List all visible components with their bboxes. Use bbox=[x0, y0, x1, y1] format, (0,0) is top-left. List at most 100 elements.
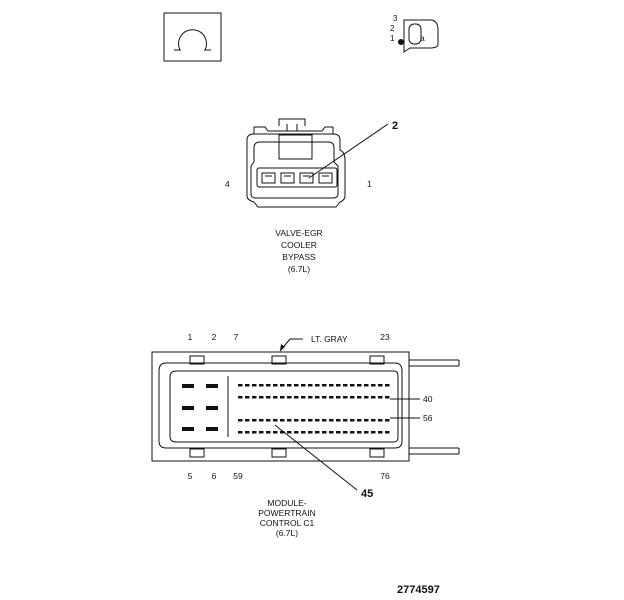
small-terminal bbox=[238, 431, 243, 434]
small-terminal bbox=[287, 419, 292, 422]
small-terminal bbox=[364, 419, 369, 422]
small-terminal bbox=[378, 384, 383, 387]
pcm-pin-label-side: 40 bbox=[423, 394, 433, 404]
small-terminal bbox=[252, 396, 257, 399]
small-terminal bbox=[301, 396, 306, 399]
small-terminal bbox=[357, 384, 362, 387]
small-terminal bbox=[259, 431, 264, 434]
small-terminal bbox=[259, 384, 264, 387]
small-terminal bbox=[315, 384, 320, 387]
small-terminal bbox=[350, 419, 355, 422]
small-terminal bbox=[280, 384, 285, 387]
small-terminal bbox=[385, 384, 390, 387]
small-terminal bbox=[266, 419, 271, 422]
small-terminal bbox=[336, 384, 341, 387]
small-terminal bbox=[364, 431, 369, 434]
small-terminal bbox=[308, 419, 313, 422]
pin-view-number: 3 bbox=[393, 14, 398, 23]
small-terminal bbox=[329, 384, 334, 387]
caption-line: COOLER bbox=[281, 240, 317, 250]
small-terminal bbox=[364, 396, 369, 399]
small-terminal bbox=[266, 431, 271, 434]
small-terminal bbox=[350, 384, 355, 387]
small-terminal bbox=[273, 384, 278, 387]
small-terminal bbox=[245, 396, 250, 399]
small-terminal bbox=[357, 431, 362, 434]
small-terminal bbox=[315, 396, 320, 399]
omega-connector-symbol-icon bbox=[163, 12, 222, 62]
pin-view-letter: a bbox=[420, 33, 425, 43]
small-terminal bbox=[343, 419, 348, 422]
connector-color-label: LT. GRAY bbox=[311, 334, 348, 344]
pin-view-number: 1 bbox=[390, 34, 395, 43]
small-terminal bbox=[287, 384, 292, 387]
pcm-pin-callout: 45 bbox=[361, 488, 373, 500]
small-terminal bbox=[322, 384, 327, 387]
small-terminal bbox=[301, 384, 306, 387]
pcm-connector-caption: MODULE- POWERTRAIN CONTROL C1 (6.7L) bbox=[258, 498, 315, 538]
small-terminal bbox=[378, 419, 383, 422]
small-terminal bbox=[308, 384, 313, 387]
small-terminal bbox=[273, 419, 278, 422]
small-terminal bbox=[259, 419, 264, 422]
pcm-pin-label-bottom: 76 bbox=[380, 471, 390, 481]
small-terminal bbox=[252, 419, 257, 422]
small-terminal bbox=[385, 396, 390, 399]
small-terminal bbox=[357, 419, 362, 422]
small-terminal bbox=[322, 419, 327, 422]
small-terminal bbox=[336, 419, 341, 422]
caption-line: BYPASS bbox=[282, 252, 316, 262]
figure-number: 2774597 bbox=[397, 584, 440, 596]
small-terminal bbox=[322, 431, 327, 434]
small-terminal bbox=[385, 431, 390, 434]
small-terminal bbox=[259, 396, 264, 399]
pcm-pin-label-bottom: 6 bbox=[212, 471, 217, 481]
small-terminal bbox=[308, 431, 313, 434]
small-terminal bbox=[371, 396, 376, 399]
small-terminal bbox=[308, 396, 313, 399]
small-terminal-grid bbox=[238, 384, 390, 434]
small-terminal bbox=[245, 431, 250, 434]
small-terminal bbox=[280, 419, 285, 422]
caption-line: MODULE- bbox=[267, 498, 306, 508]
small-terminal bbox=[364, 384, 369, 387]
small-terminal bbox=[343, 384, 348, 387]
small-terminal bbox=[238, 419, 243, 422]
valve-pin-callout: 2 bbox=[392, 120, 398, 132]
small-terminal bbox=[378, 396, 383, 399]
valve-pin-label-left: 4 bbox=[225, 179, 230, 189]
small-terminal bbox=[336, 396, 341, 399]
small-terminal bbox=[245, 384, 250, 387]
small-terminal bbox=[301, 419, 306, 422]
pcm-pin-label-top: 7 bbox=[234, 332, 239, 342]
caption-line: VALVE-EGR bbox=[275, 228, 322, 238]
small-terminal bbox=[280, 431, 285, 434]
small-terminal bbox=[266, 396, 271, 399]
valve-connector-caption: VALVE-EGR COOLER BYPASS (6.7L) bbox=[275, 228, 322, 274]
caption-line: (6.7L) bbox=[276, 528, 298, 538]
small-terminal bbox=[378, 431, 383, 434]
small-terminal bbox=[287, 396, 292, 399]
caption-line: POWERTRAIN bbox=[258, 508, 315, 518]
small-terminal bbox=[336, 431, 341, 434]
pcm-pin-label-bottom: 5 bbox=[188, 471, 193, 481]
small-terminal bbox=[294, 384, 299, 387]
pcm-pin-label-side: 56 bbox=[423, 413, 433, 423]
small-terminal bbox=[301, 431, 306, 434]
small-terminal bbox=[294, 419, 299, 422]
small-terminal bbox=[329, 431, 334, 434]
small-terminal bbox=[273, 431, 278, 434]
connector-pin-view-icon: a 3 2 1 bbox=[390, 14, 439, 53]
valve-pin-label-right: 1 bbox=[367, 179, 372, 189]
small-terminal bbox=[287, 431, 292, 434]
small-terminal bbox=[294, 431, 299, 434]
small-terminal bbox=[252, 384, 257, 387]
small-terminal bbox=[371, 431, 376, 434]
small-terminal bbox=[371, 419, 376, 422]
small-terminal bbox=[371, 384, 376, 387]
small-terminal bbox=[322, 396, 327, 399]
small-terminal bbox=[343, 396, 348, 399]
pcm-pin-label-bottom: 59 bbox=[233, 471, 243, 481]
small-terminal bbox=[385, 419, 390, 422]
